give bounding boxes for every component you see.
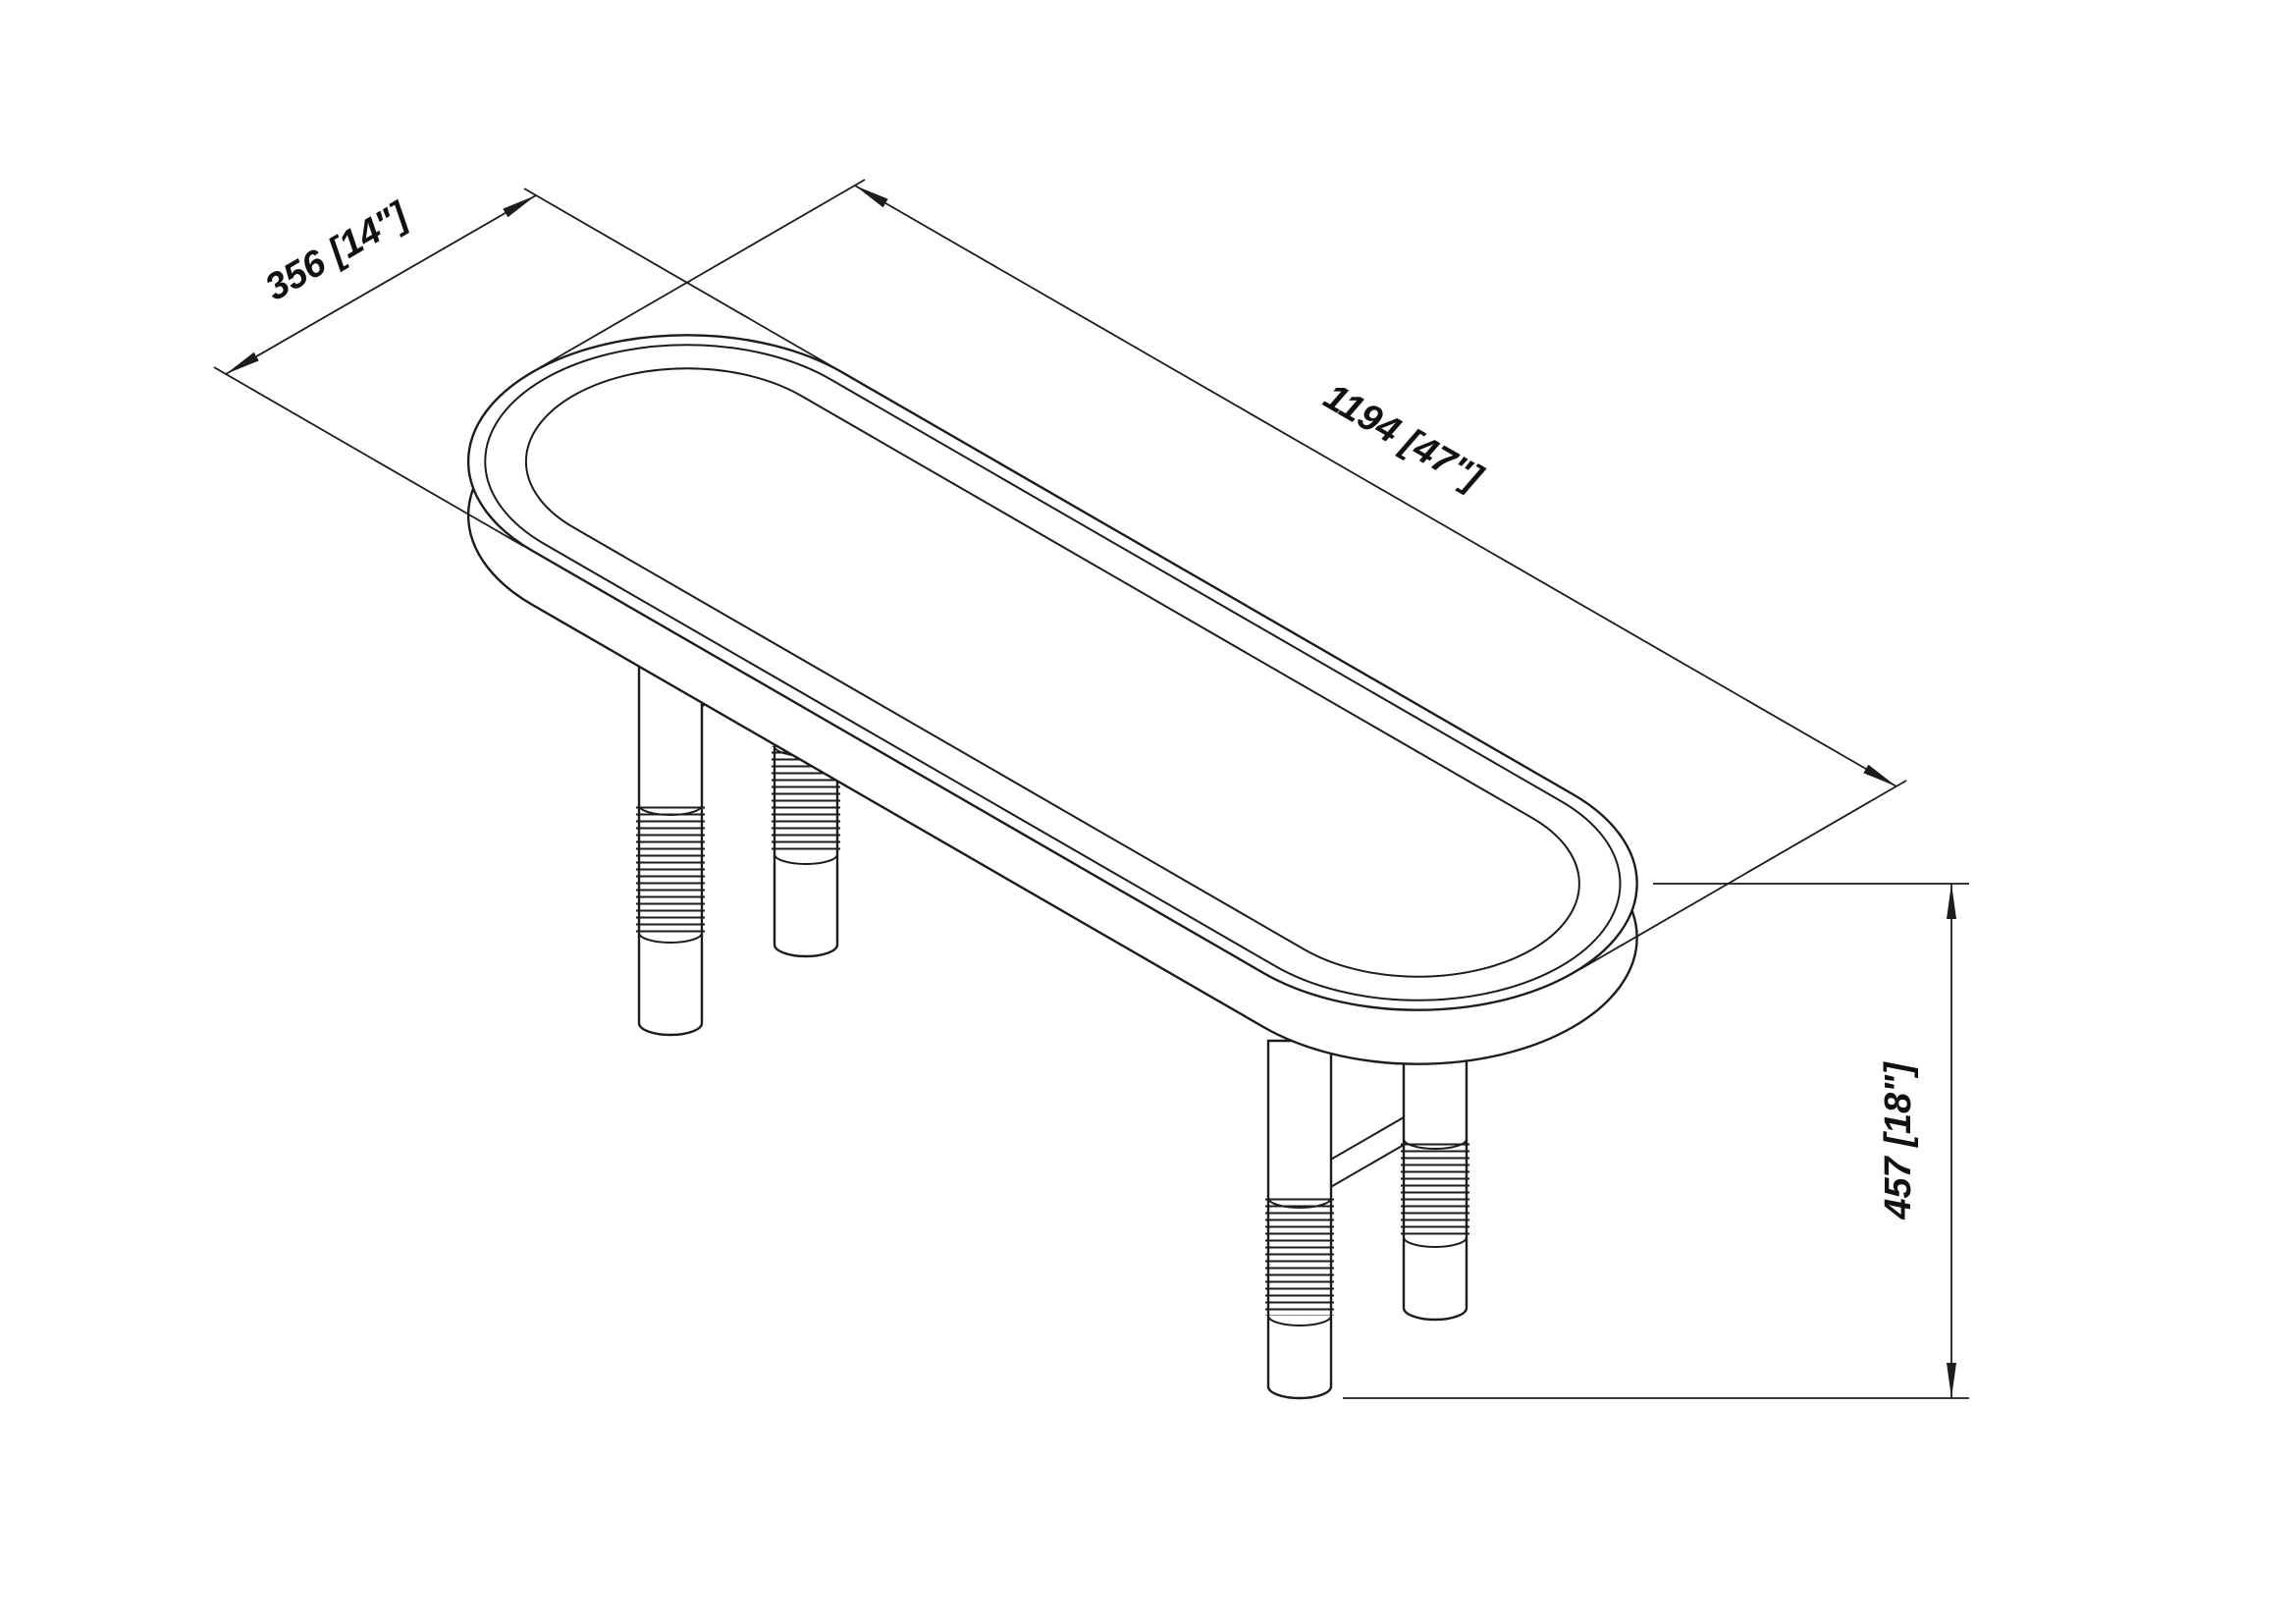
dimension-label-width: 356 [14"] (258, 194, 415, 309)
seat-rim-piping (401, 297, 1704, 1049)
dimension-height: 457 [18"] (1343, 883, 1969, 1399)
bench-seat-top (378, 283, 1728, 1062)
extension-line (538, 179, 866, 369)
extension-line (1579, 780, 1907, 970)
seat-cushion-seam (459, 330, 1646, 1015)
dimension-line (225, 194, 537, 375)
extension-line (523, 188, 834, 368)
leg-coil-wrap (1401, 1139, 1469, 1237)
extension-line (213, 366, 524, 547)
dimension-label-length: 1194 [47"] (1316, 376, 1489, 500)
bench-leg-rear-right (1401, 1058, 1469, 1322)
leg-coil-wrap (1265, 1198, 1334, 1316)
bench-leg-front-right (1265, 1039, 1334, 1400)
dimension-label-height: 457 [18"] (1878, 1061, 1919, 1220)
dimension-line (854, 185, 1897, 787)
leg-coil-wrap (636, 805, 705, 933)
